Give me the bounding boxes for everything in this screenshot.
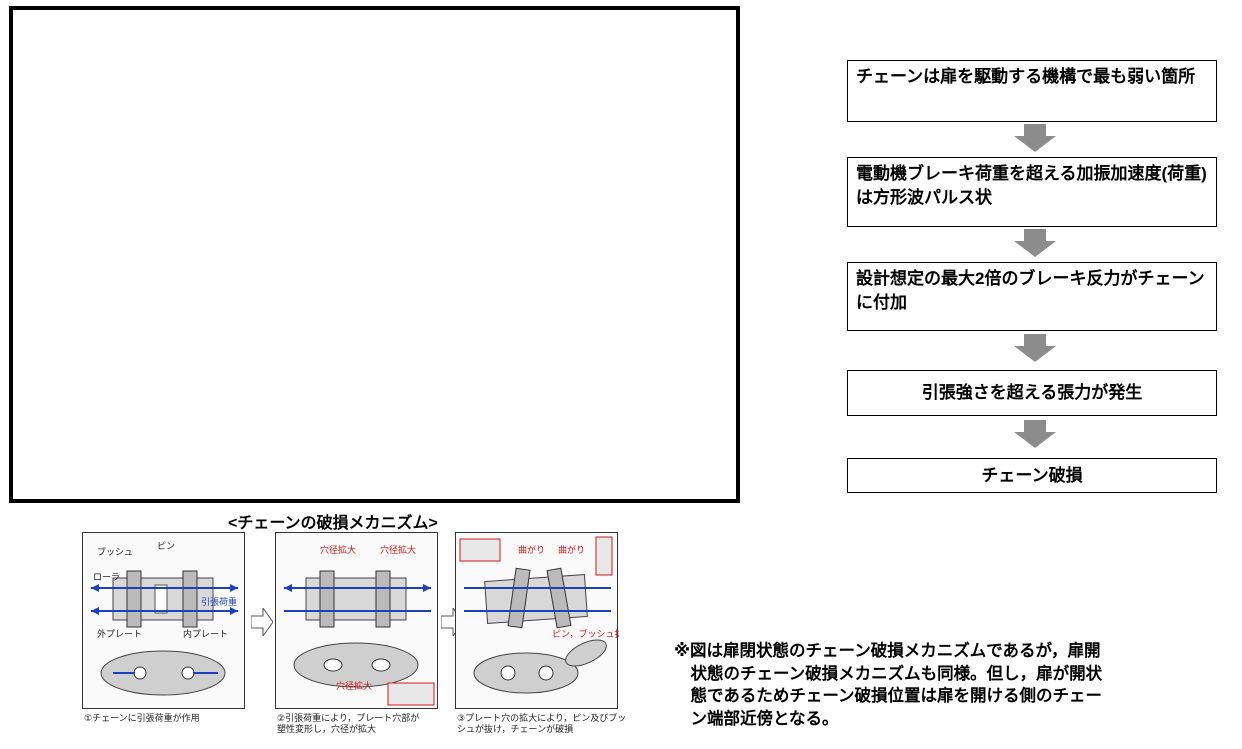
- down-arrow-icon: [1014, 334, 1056, 362]
- flow-step-1: チェーンは扉を駆動する機構で最も弱い箇所: [847, 60, 1217, 122]
- plate-deformation-diagram: 穴径拡大 穴径拡大 穴径拡大: [284, 544, 435, 706]
- label-pin: ピン: [157, 541, 175, 551]
- label-pin-bush-out: ピン，ブッシュ抜け: [552, 628, 619, 639]
- chain-tension-diagram: ブッシュ ピン ローラ 引張荷重 外プレート 内プレート: [91, 541, 238, 696]
- mechanism-panel-1: ブッシュ ピン ローラ 引張荷重 外プレート 内プレート: [82, 532, 245, 709]
- panel-3-caption: ③プレート穴の拡大により，ピン及びブッ シュが抜け，チェーンが破損: [457, 713, 627, 734]
- label-hole-expand-a: 穴径拡大: [320, 544, 356, 555]
- label-bend-a: 曲がり: [518, 544, 545, 555]
- down-arrow-icon: [1014, 124, 1056, 152]
- label-inner-plate: 内プレート: [183, 628, 228, 639]
- panel-1-caption: ①チェーンに引張荷重が作用: [84, 713, 200, 723]
- blank-figure-frame: [9, 6, 740, 503]
- flow-step-4: 引張強さを超える張力が発生: [847, 370, 1217, 416]
- flow-step-3: 設計想定の最大2倍のブレーキ反力がチェーンに付加: [847, 262, 1217, 331]
- label-hole-expand-b: 穴径拡大: [380, 544, 416, 555]
- mechanism-panel-2: 穴径拡大 穴径拡大 穴径拡大: [275, 532, 438, 709]
- label-bend-b: 曲がり: [558, 544, 585, 555]
- label-bush: ブッシュ: [97, 546, 133, 557]
- label-tension: 引張荷重: [201, 596, 237, 607]
- mechanism-panel-3: 曲がり 曲がり ピン，ブッシュ抜け: [455, 532, 633, 709]
- label-roller: ローラ: [93, 572, 120, 582]
- down-arrow-icon: [1014, 229, 1056, 257]
- right-arrow-icon: [251, 608, 273, 636]
- down-arrow-icon: [1014, 420, 1056, 448]
- label-outer-plate: 外プレート: [97, 628, 142, 639]
- label-hole-expand-c: 穴径拡大: [336, 680, 372, 691]
- flow-step-5: チェーン破損: [847, 458, 1217, 493]
- mechanism-title: <チェーンの破損メカニズム>: [228, 515, 438, 532]
- flow-step-2: 電動機ブレーキ荷重を超える加振加速度(荷重)は方形波パルス状: [847, 157, 1217, 227]
- note-text: ※図は扉閉状態のチェーン破損メカニズムであるが，扉開 状態のチェーン破損メカニズ…: [674, 642, 1103, 728]
- panel-2-caption: ②引張荷重により，プレート穴部が 塑性変形し，穴径が拡大: [277, 713, 420, 734]
- chain-break-diagram: 曲がり 曲がり ピン，ブッシュ抜け: [459, 536, 633, 694]
